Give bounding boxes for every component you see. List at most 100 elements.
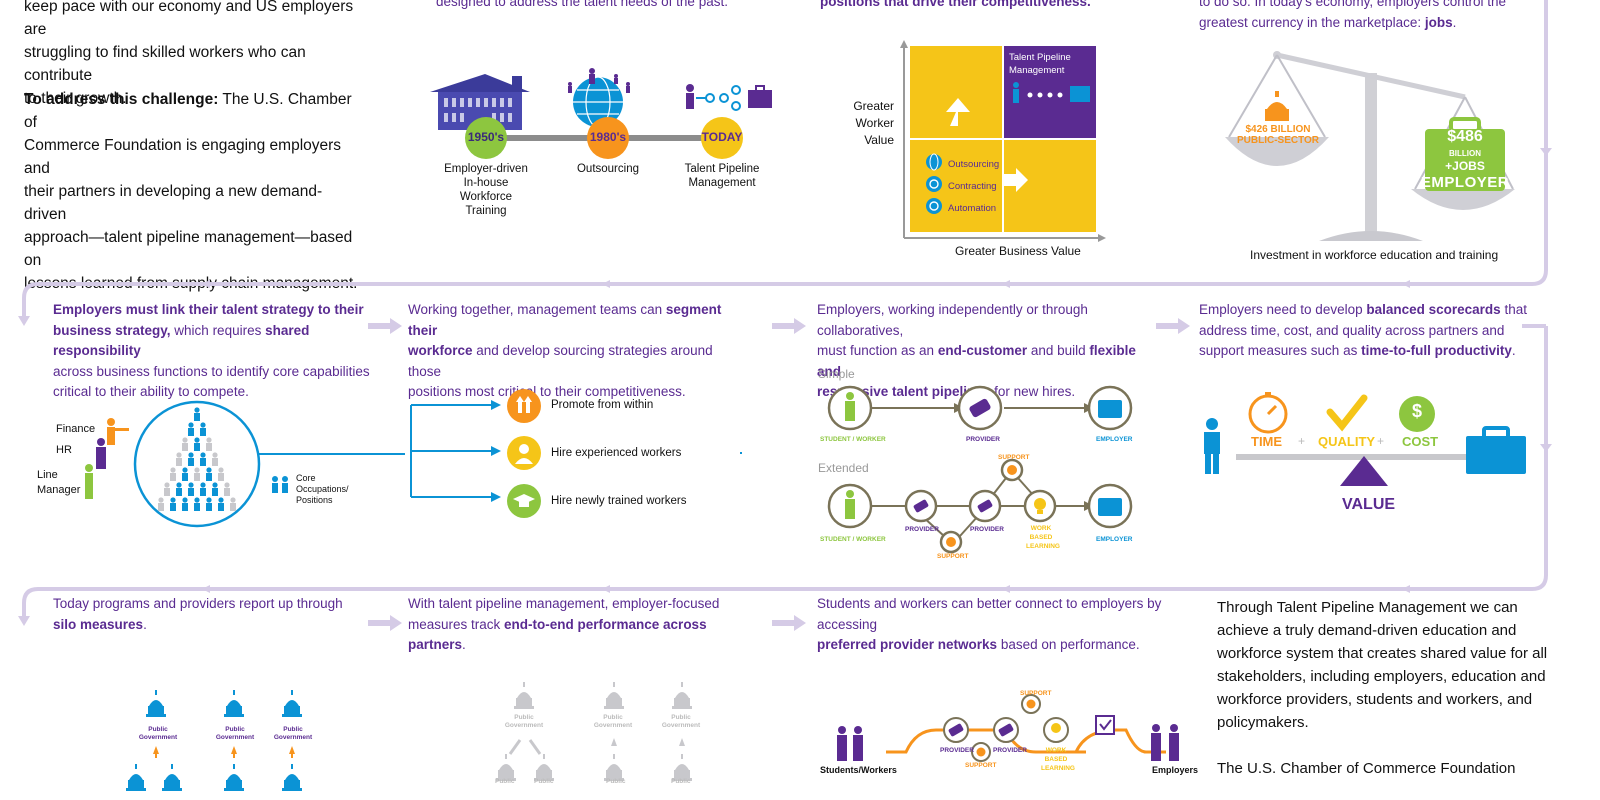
ext-student-label: STUDENT / WORKER [820, 536, 886, 543]
employer-jobs: +JOBS [1445, 159, 1485, 173]
extended-pipeline-label: Extended [818, 461, 869, 475]
core-legend-icon [272, 476, 288, 493]
simple-employer-label: EMPLOYER [1096, 436, 1133, 443]
simple-pipeline-label: Simple [818, 367, 855, 381]
checkbox-icon [1095, 715, 1115, 735]
investment-scale [1225, 51, 1515, 241]
scale-caption: Investment in workforce education and tr… [1250, 248, 1499, 262]
value-matrix [900, 40, 1106, 242]
capitol-icon [1265, 91, 1289, 121]
provider-network-diagram [837, 694, 1179, 762]
option-experienced: Hire experienced workers [551, 447, 682, 459]
e2e-pub-4: Public [671, 778, 691, 785]
graduate-cap-icon [507, 484, 541, 518]
support-gear-icon [976, 699, 1036, 757]
core-occupations-diagram [85, 400, 405, 528]
person-icon [1204, 418, 1220, 474]
matrix-sourcing-list: Outsourcing Contracting Automation [948, 159, 1000, 214]
employer-amount: $486 [1447, 128, 1483, 145]
employer-unit: BILLION [1449, 149, 1481, 158]
employers-label: Employers [1152, 765, 1199, 775]
era-badge-1950s [465, 117, 507, 159]
row2-p3-text: Employers, working independently or thro… [817, 302, 1136, 399]
era-badge-today [701, 117, 743, 159]
dollar-sign: $ [1411, 401, 1422, 421]
automation-icon [926, 198, 942, 214]
row3-p3-text: Students and workers can better connect … [817, 596, 1162, 652]
public-investment-label: $426 BILLION PUBLIC-SECTOR [1236, 124, 1320, 146]
contracting-icon [926, 176, 942, 192]
pipeline-icon [1013, 82, 1090, 103]
hr-person-icon [96, 438, 106, 469]
role-line-manager: Line Manager [37, 469, 81, 496]
student-icon [845, 392, 855, 519]
scorecard-cost: COST [1402, 434, 1439, 449]
col2-top-text: designed to address the talent needs of … [436, 0, 728, 9]
silo-measures-diagram [126, 690, 302, 791]
row2-p1-text: Employers must link their talent strateg… [53, 302, 370, 399]
support-gear-icon [946, 465, 1017, 547]
balanced-scorecard [1204, 392, 1526, 486]
net-support-label-2: SUPPORT [965, 762, 997, 769]
briefcase-icon [1466, 426, 1526, 474]
simple-provider-label: PROVIDER [966, 436, 1000, 443]
checkmark-icon [1326, 394, 1368, 432]
step-arrows-row2 [368, 318, 1190, 334]
timeline-caption-1950s: Employer-driven In-house Workforce Train… [444, 163, 528, 217]
experienced-worker-icon [507, 436, 541, 470]
lightbulb-icon [1051, 723, 1061, 733]
right-arrow-icon [1004, 168, 1028, 192]
simple-student-label: STUDENT / WORKER [820, 436, 886, 443]
ext-employer-label: EMPLOYER [1096, 536, 1133, 543]
row3-p2-text: With talent pipeline management, employe… [408, 596, 720, 652]
era-label-1980s: 1980's [589, 130, 627, 144]
provider-diploma-icon [913, 398, 993, 513]
students-workers-label: Students/Workers [820, 765, 897, 775]
timeline-caption-today: Talent Pipeline Management [684, 163, 760, 189]
net-support-label-1: SUPPORT [1020, 690, 1052, 697]
intro-paragraph-1: keep pace with our economy and US employ… [24, 0, 354, 107]
talent-timeline [430, 68, 772, 159]
employer-label: EMPLOYER [1420, 174, 1510, 191]
row2-p4-text: Employers need to develop balanced score… [1199, 302, 1527, 358]
scorecard-quality: QUALITY [1318, 434, 1376, 449]
ext-wbl-label: WORK BASED LEARNING [1026, 525, 1060, 550]
intro-paragraph-2: To address this challenge: The U.S. Cham… [24, 91, 358, 292]
stopwatch-icon [1248, 392, 1288, 434]
row3-p1-text: Today programs and providers report up t… [53, 596, 343, 632]
timeline-caption-1980s: Outsourcing [576, 163, 639, 175]
promote-icon [507, 389, 541, 423]
globe-icon [568, 68, 630, 128]
option-promote: Promote from within [551, 399, 654, 411]
ext-support-label-1: SUPPORT [998, 454, 1030, 461]
e2e-pub-1: Public [495, 778, 515, 785]
provider-diploma-icon [948, 723, 1014, 737]
employers-icon [1151, 724, 1179, 761]
up-arrow-icon [946, 98, 970, 126]
net-wbl-label: WORK BASED LEARNING [1041, 747, 1075, 772]
net-provider-label-2: PROVIDER [993, 747, 1027, 754]
talent-pipelines-diagram [827, 385, 1133, 554]
matrix-x-label: Greater Business Value [955, 244, 1081, 258]
lightbulb-icon [1034, 498, 1046, 514]
era-badge-1980s [587, 117, 629, 159]
scorecard-value: VALUE [1342, 496, 1396, 513]
col4-top-text: to do so. In today's economy, employers … [1199, 0, 1506, 30]
students-icon [837, 726, 863, 761]
role-hr: HR [56, 444, 72, 456]
step-arrows-row3 [368, 615, 806, 631]
outsourcing-globe-icon [926, 153, 942, 171]
house-icon [430, 74, 530, 130]
pipeline-icon [686, 84, 772, 111]
col3-top-text: positions that drive their competitivene… [820, 0, 1091, 9]
role-finance: Finance [56, 423, 96, 435]
stray-dot [740, 452, 742, 454]
employer-briefcase-icon [1098, 400, 1122, 516]
scorecard-plus-1: + [1298, 434, 1306, 448]
row2-p2-text: Working together, management teams can s… [408, 302, 722, 399]
